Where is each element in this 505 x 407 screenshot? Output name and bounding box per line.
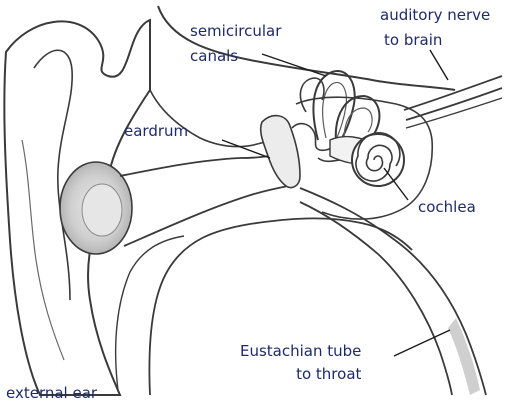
eardrum-label: eardrum xyxy=(124,122,188,141)
leader-eustachian-tube xyxy=(394,330,450,356)
semicircular-canal-1-inner xyxy=(323,82,347,140)
ear-canal-upper-wall xyxy=(120,152,282,176)
eustachian-tube-label: Eustachian tube to throat xyxy=(240,342,361,384)
auditory-nerve-label: auditory nerve to brain xyxy=(380,6,490,50)
external-ear-label: external ear xyxy=(6,384,97,403)
semicircular-canal-3 xyxy=(300,78,323,112)
ear-canal-inner xyxy=(82,184,122,236)
auditory-nerve-line-2-text: to brain xyxy=(384,31,490,50)
eustachian-tube-line-1: Eustachian tube xyxy=(240,342,361,361)
cochlea-label: cochlea xyxy=(418,198,476,217)
semicircular-canals-line-2: canals xyxy=(190,47,281,66)
auditory-nerve-line-1-text: auditory nerve xyxy=(380,6,490,25)
semicircular-canals-line-1: semicircular xyxy=(190,22,281,41)
leader-auditory-nerve xyxy=(430,50,448,80)
semicircular-canal-1 xyxy=(313,71,354,142)
eustachian-tube-line-2: to throat xyxy=(240,365,361,384)
auditory-nerve-line-3 xyxy=(406,98,502,128)
semicircular-canals-label: semicircular canals xyxy=(190,22,281,66)
